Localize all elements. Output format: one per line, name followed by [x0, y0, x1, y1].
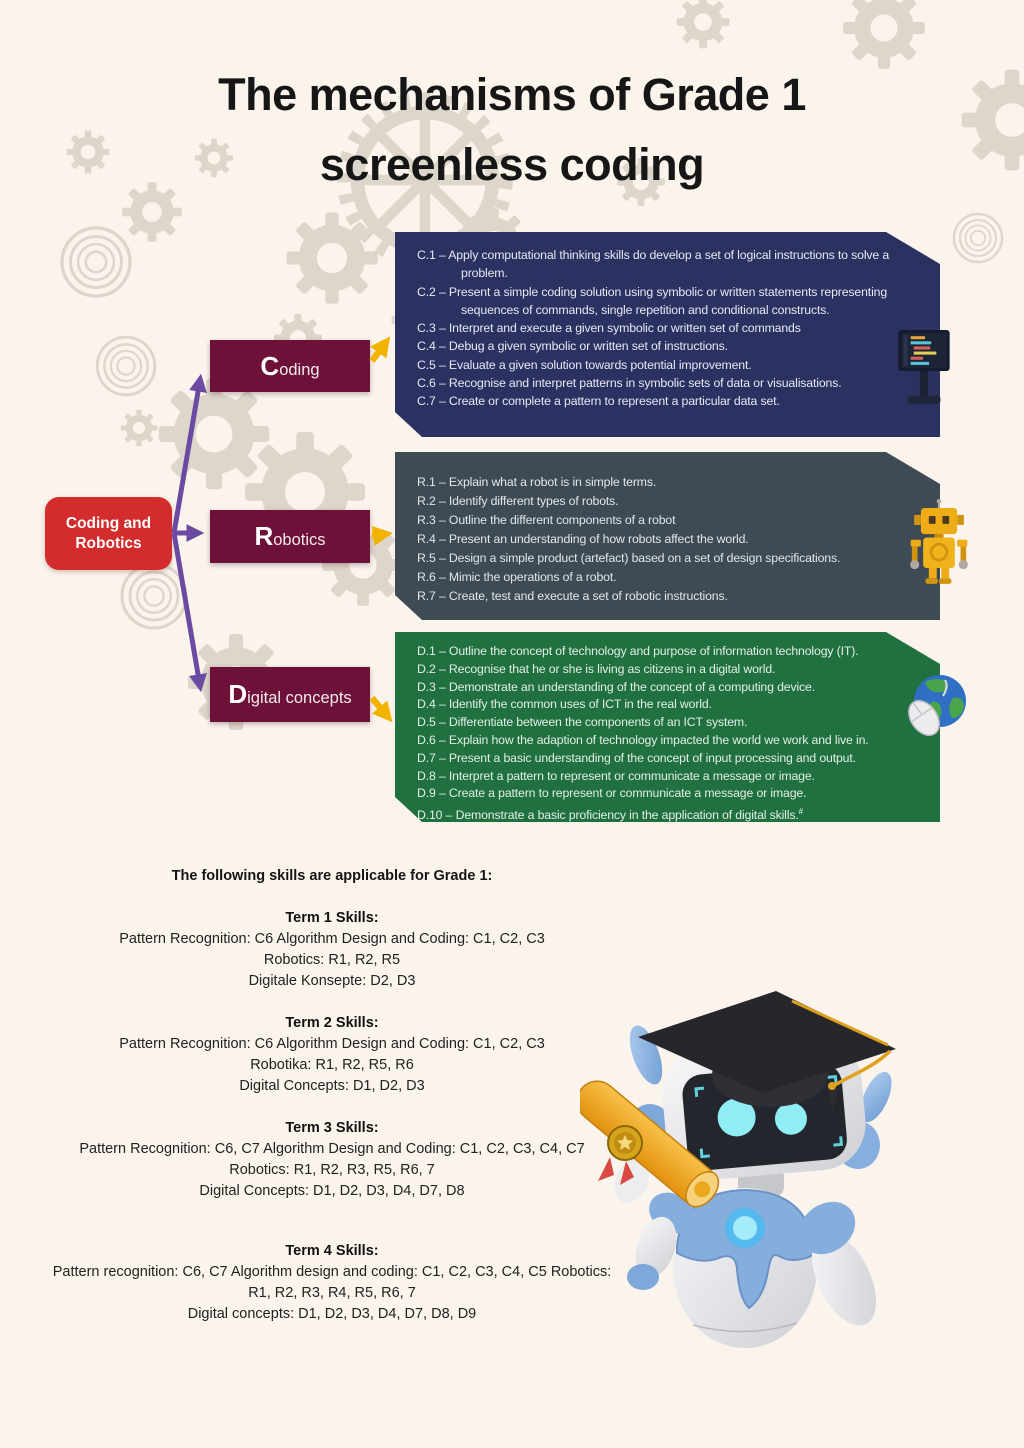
branch-box-label: Robotics: [254, 521, 326, 551]
term-line: Pattern recognition: C6, C7 Algorithm de…: [52, 1264, 612, 1280]
coding-outcomes-panel: C.1 – Apply computational thinking skill…: [395, 232, 940, 437]
code-monitor-icon: [898, 330, 950, 404]
outcome-item: R.2 – Identify different types of robots…: [417, 494, 619, 508]
outcome-item: D.6 – Explain how the adaption of techno…: [417, 732, 869, 747]
term-3-skills-block: Term 3 Skills: Pattern Recognition: C6, …: [0, 1118, 664, 1202]
root-node-label: Coding and Robotics: [65, 514, 152, 552]
outcome-item: C.5 – Evaluate a given solution towards …: [417, 357, 752, 372]
outcome-item: C.1 – Apply computational thinking skill…: [417, 248, 890, 281]
term-line: Pattern Recognition: C6 Algorithm Design…: [119, 1036, 545, 1052]
branch-box-coding: Coding: [210, 340, 370, 392]
globe-mouse-icon: [908, 675, 966, 737]
outcome-item: D.7 – Present a basic understanding of t…: [417, 750, 856, 765]
term-4-skills-block: Term 4 Skills: Pattern recognition: C6, …: [0, 1241, 664, 1325]
outcome-item: D.1 – Outline the concept of technology …: [417, 644, 859, 658]
outcome-item: R.5 – Design a simple product (artefact)…: [417, 551, 841, 565]
term-line: Pattern Recognition: C6 Algorithm Design…: [119, 931, 545, 947]
graduate-robot-mascot-illustration: [580, 991, 896, 1348]
term-line: R1, R2, R3, R4, R5, R6, 7: [248, 1285, 416, 1301]
outcome-item: D.4 – Identify the common uses of ICT in…: [417, 697, 712, 712]
toy-robot-icon: [910, 499, 968, 584]
term-title: Term 3 Skills:: [285, 1120, 379, 1136]
term-title: Term 4 Skills:: [285, 1243, 379, 1259]
term-line: Robotics: R1, R2, R3, R5, R6, 7: [229, 1162, 435, 1178]
coding-outcomes-list: C.1 – Apply computational thinking skill…: [417, 246, 906, 411]
skills-section-heading: The following skills are applicable for …: [171, 868, 493, 884]
term-line: Robotics: R1, R2, R5: [263, 952, 401, 968]
term-line: Pattern Recognition: C6, C7 Algorithm De…: [79, 1141, 585, 1157]
purple-arrows: [171, 373, 207, 693]
term-line: Digital Concepts: D1, D2, D3: [239, 1078, 425, 1094]
outcome-item: D.10 – Demonstrate a basic proficiency i…: [417, 803, 906, 825]
robotics-outcomes-panel: R.1 – Explain what a robot is in simple …: [395, 452, 940, 620]
term-title: Term 2 Skills:: [285, 1015, 379, 1031]
outcome-item: R.1 – Explain what a robot is in simple …: [417, 475, 657, 489]
outcome-item: R.6 – Mimic the operations of a robot.: [417, 570, 617, 584]
branch-box-label: Coding: [260, 350, 320, 381]
branch-box-label: Digital concepts: [228, 679, 352, 709]
outcome-item: R.7 – Create, test and execute a set of …: [417, 589, 728, 603]
root-node-coding-and-robotics: Coding and Robotics: [45, 497, 172, 570]
outcome-item: D.2 – Recognise that he or she is living…: [417, 661, 776, 676]
term-2-skills-block: Term 2 Skills: Pattern Recognition: C6 A…: [0, 1013, 664, 1097]
outcome-item: C.2 – Present a simple coding solution u…: [417, 284, 888, 317]
outcome-item: R.4 – Present an understanding of how ro…: [417, 532, 749, 546]
outcome-item: C.3 – Interpret and execute a given symb…: [417, 321, 801, 336]
outcome-item: C.4 – Debug a given symbolic or written …: [417, 339, 728, 354]
branch-box-robotics: Robotics: [210, 510, 370, 563]
footnote-marker: #: [798, 807, 803, 817]
outcome-item: R.3 – Outline the different components o…: [417, 513, 676, 527]
outcome-item: C.7 – Create or complete a pattern to re…: [417, 394, 780, 409]
term-line: Digital concepts: D1, D2, D3, D4, D7, D8…: [187, 1306, 477, 1322]
outcome-item: D.9 – Create a pattern to represent or c…: [417, 786, 807, 801]
term-1-skills-block: Term 1 Skills: Pattern Recognition: C6 A…: [0, 908, 664, 992]
page-title: The mechanisms of Grade 1 screenless cod…: [218, 69, 806, 191]
branch-box-digital-concepts: Digital concepts: [210, 667, 370, 722]
yellow-arrows: [369, 336, 393, 723]
term-line: Digital Concepts: D1, D2, D3, D4, D7, D8: [199, 1183, 465, 1199]
outcome-item: D.5 – Differentiate between the componen…: [417, 715, 748, 730]
outcome-text: D.10 – Demonstrate a basic proficiency i…: [417, 808, 799, 823]
digital-concepts-outcomes-panel: D.1 – Outline the concept of technology …: [395, 632, 940, 822]
digital-outcomes-list: D.1 – Outline the concept of technology …: [417, 643, 906, 825]
term-title: Term 1 Skills:: [285, 910, 379, 926]
outcome-item: D.3 – Demonstrate an understanding of th…: [417, 679, 815, 694]
term-line: Robotika: R1, R2, R5, R6: [250, 1057, 414, 1073]
outcome-item: D.8 – Interpret a pattern to represent o…: [417, 768, 815, 783]
robotics-outcomes-list: R.1 – Explain what a robot is in simple …: [417, 473, 906, 606]
term-line: Digitale Konsepte: D2, D3: [248, 973, 416, 989]
outcome-item: C.6 – Recognise and interpret patterns i…: [417, 376, 842, 391]
